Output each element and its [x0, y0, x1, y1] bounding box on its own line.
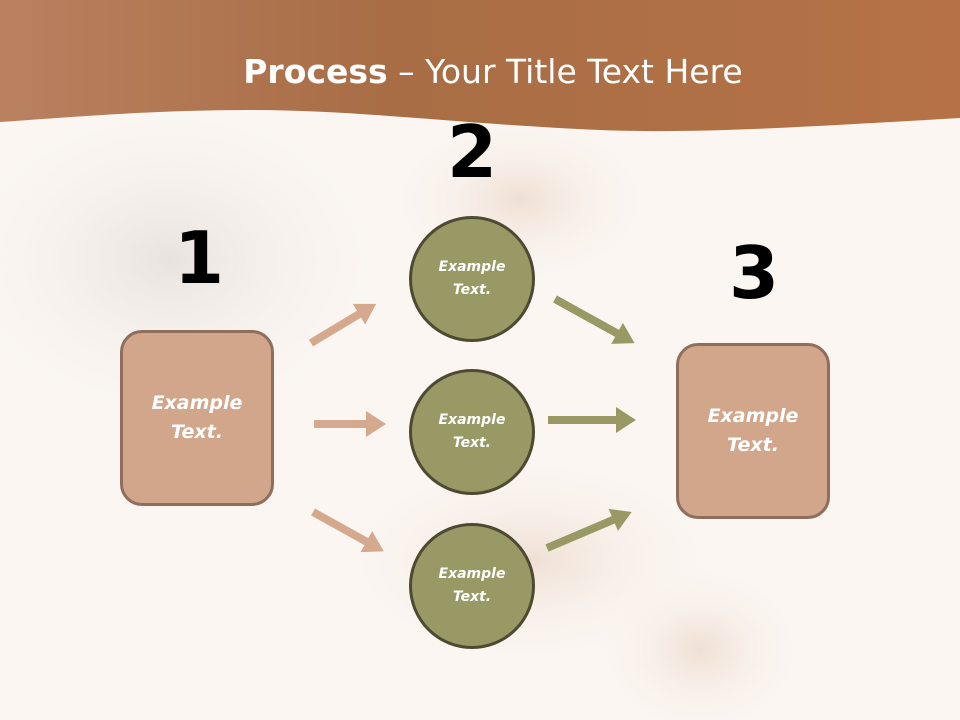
step-3-box: Example Text.: [676, 343, 830, 519]
step-number-3: 3: [728, 231, 780, 315]
slide-title: Process – Your Title Text Here: [0, 52, 960, 91]
arrow-top-to-3: [553, 295, 635, 344]
arrow-1-to-top: [308, 303, 377, 347]
title-rest: – Your Title Text Here: [387, 52, 743, 91]
step-number-1: 1: [173, 216, 225, 300]
step-2-circle-top: Example Text.: [409, 216, 535, 342]
step-number-2: 2: [446, 110, 498, 194]
title-bold: Process: [243, 52, 388, 91]
step-2-text-middle: Example Text.: [438, 412, 506, 451]
step-3-text: Example Text.: [707, 405, 799, 456]
step-2-circle-bottom: Example Text.: [409, 523, 535, 649]
step-2-text-top: Example Text.: [438, 259, 506, 298]
arrow-bottom-to-3: [545, 508, 632, 552]
arrow-1-to-middle: [314, 411, 386, 437]
arrow-middle-to-3: [548, 407, 636, 433]
step-1-text: Example Text.: [151, 392, 243, 443]
step-2-circle-middle: Example Text.: [409, 369, 535, 495]
step-1-box: Example Text.: [120, 330, 274, 506]
header-band: [0, 0, 960, 132]
arrow-1-to-bottom: [311, 508, 384, 553]
step-2-text-bottom: Example Text.: [438, 566, 506, 605]
